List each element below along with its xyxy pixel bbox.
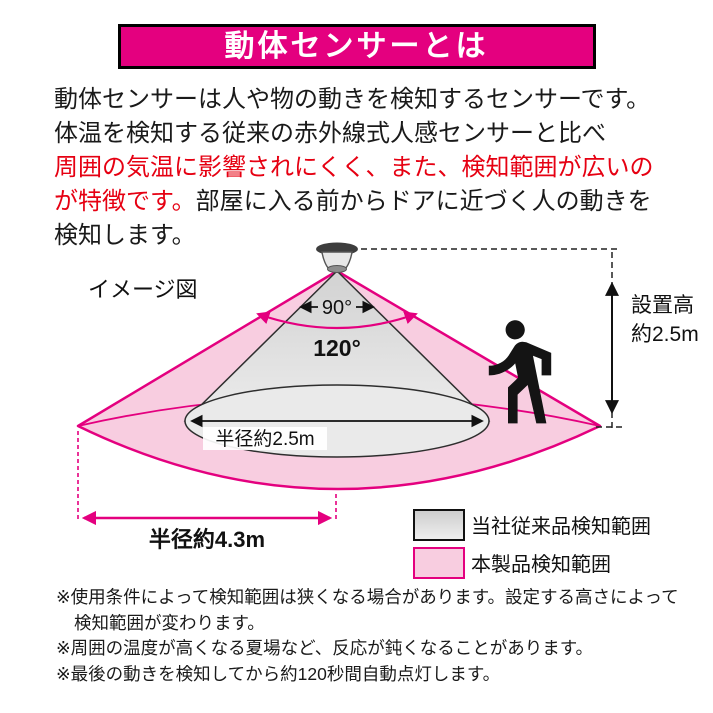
sensor-lens (327, 265, 347, 273)
walking-person-icon (488, 320, 552, 424)
intro-line-2: 体温を検知する従来の赤外線式人感センサーと比べ (54, 120, 606, 147)
intro-line-1: 動体センサーは人や物の動きを検知するセンサーです。 (54, 86, 651, 113)
legend-swatch-conventional (413, 509, 465, 541)
angle-120-arc-arrow (256, 311, 418, 330)
radius-2-5-label-bg (203, 427, 327, 450)
radius-4-3-label: 半径約4.3m (149, 527, 265, 552)
legend: 当社従来品検知範囲 本製品検知範囲 (413, 509, 651, 579)
intro-highlight-end: が特徴です。 (54, 188, 196, 215)
legend-label-conventional: 当社従来品検知範囲 (471, 515, 651, 538)
angle-90-label: 90° (322, 297, 352, 319)
title-banner: 動体センサーとは (117, 24, 596, 69)
legend-label-product: 本製品検知範囲 (471, 553, 611, 576)
angle-120-label: 120° (313, 335, 361, 361)
height-label-line2: 約2.5m (631, 323, 699, 346)
intro-line-4: が特徴です。部屋に入る前からドアに近づく人の動きを (54, 185, 654, 219)
note-2: ※周囲の温度が高くなる夏場など、反応が鈍くなることがあります。 (56, 638, 594, 658)
diagram-caption: イメージ図 (88, 277, 198, 302)
note-3: ※最後の動きを検知してから約120秒間自動点灯します。 (56, 663, 501, 684)
intro-line-4-text: 部屋に入る前からドアに近づく人の動きを (195, 188, 652, 215)
note-1-line-2: 検知範囲が変わります。 (74, 612, 265, 633)
legend-swatch-product (413, 547, 465, 579)
radius-2-5-label: 半径約2.5m (215, 428, 314, 450)
note-1-line-1: ※使用条件によって検知範囲は狭くなる場合があります。設定する高さによって (56, 587, 679, 607)
page-title: 動体センサーとは (224, 30, 489, 63)
notes-section: ※使用条件によって検知範囲は狭くなる場合があります。設定する高さによって 検知範… (56, 585, 697, 687)
intro-paragraph: 動体センサーは人や物の動きを検知するセンサーです。 体温を検知する従来の赤外線式… (54, 83, 654, 253)
height-label-line1: 設置高 (631, 294, 694, 317)
sensor-icon (316, 242, 358, 273)
intro-line-5: 検知します。 (54, 222, 196, 249)
intro-line-3-highlight: 周囲の気温に影響されにくく、また、検知範囲が広いの (54, 154, 654, 181)
